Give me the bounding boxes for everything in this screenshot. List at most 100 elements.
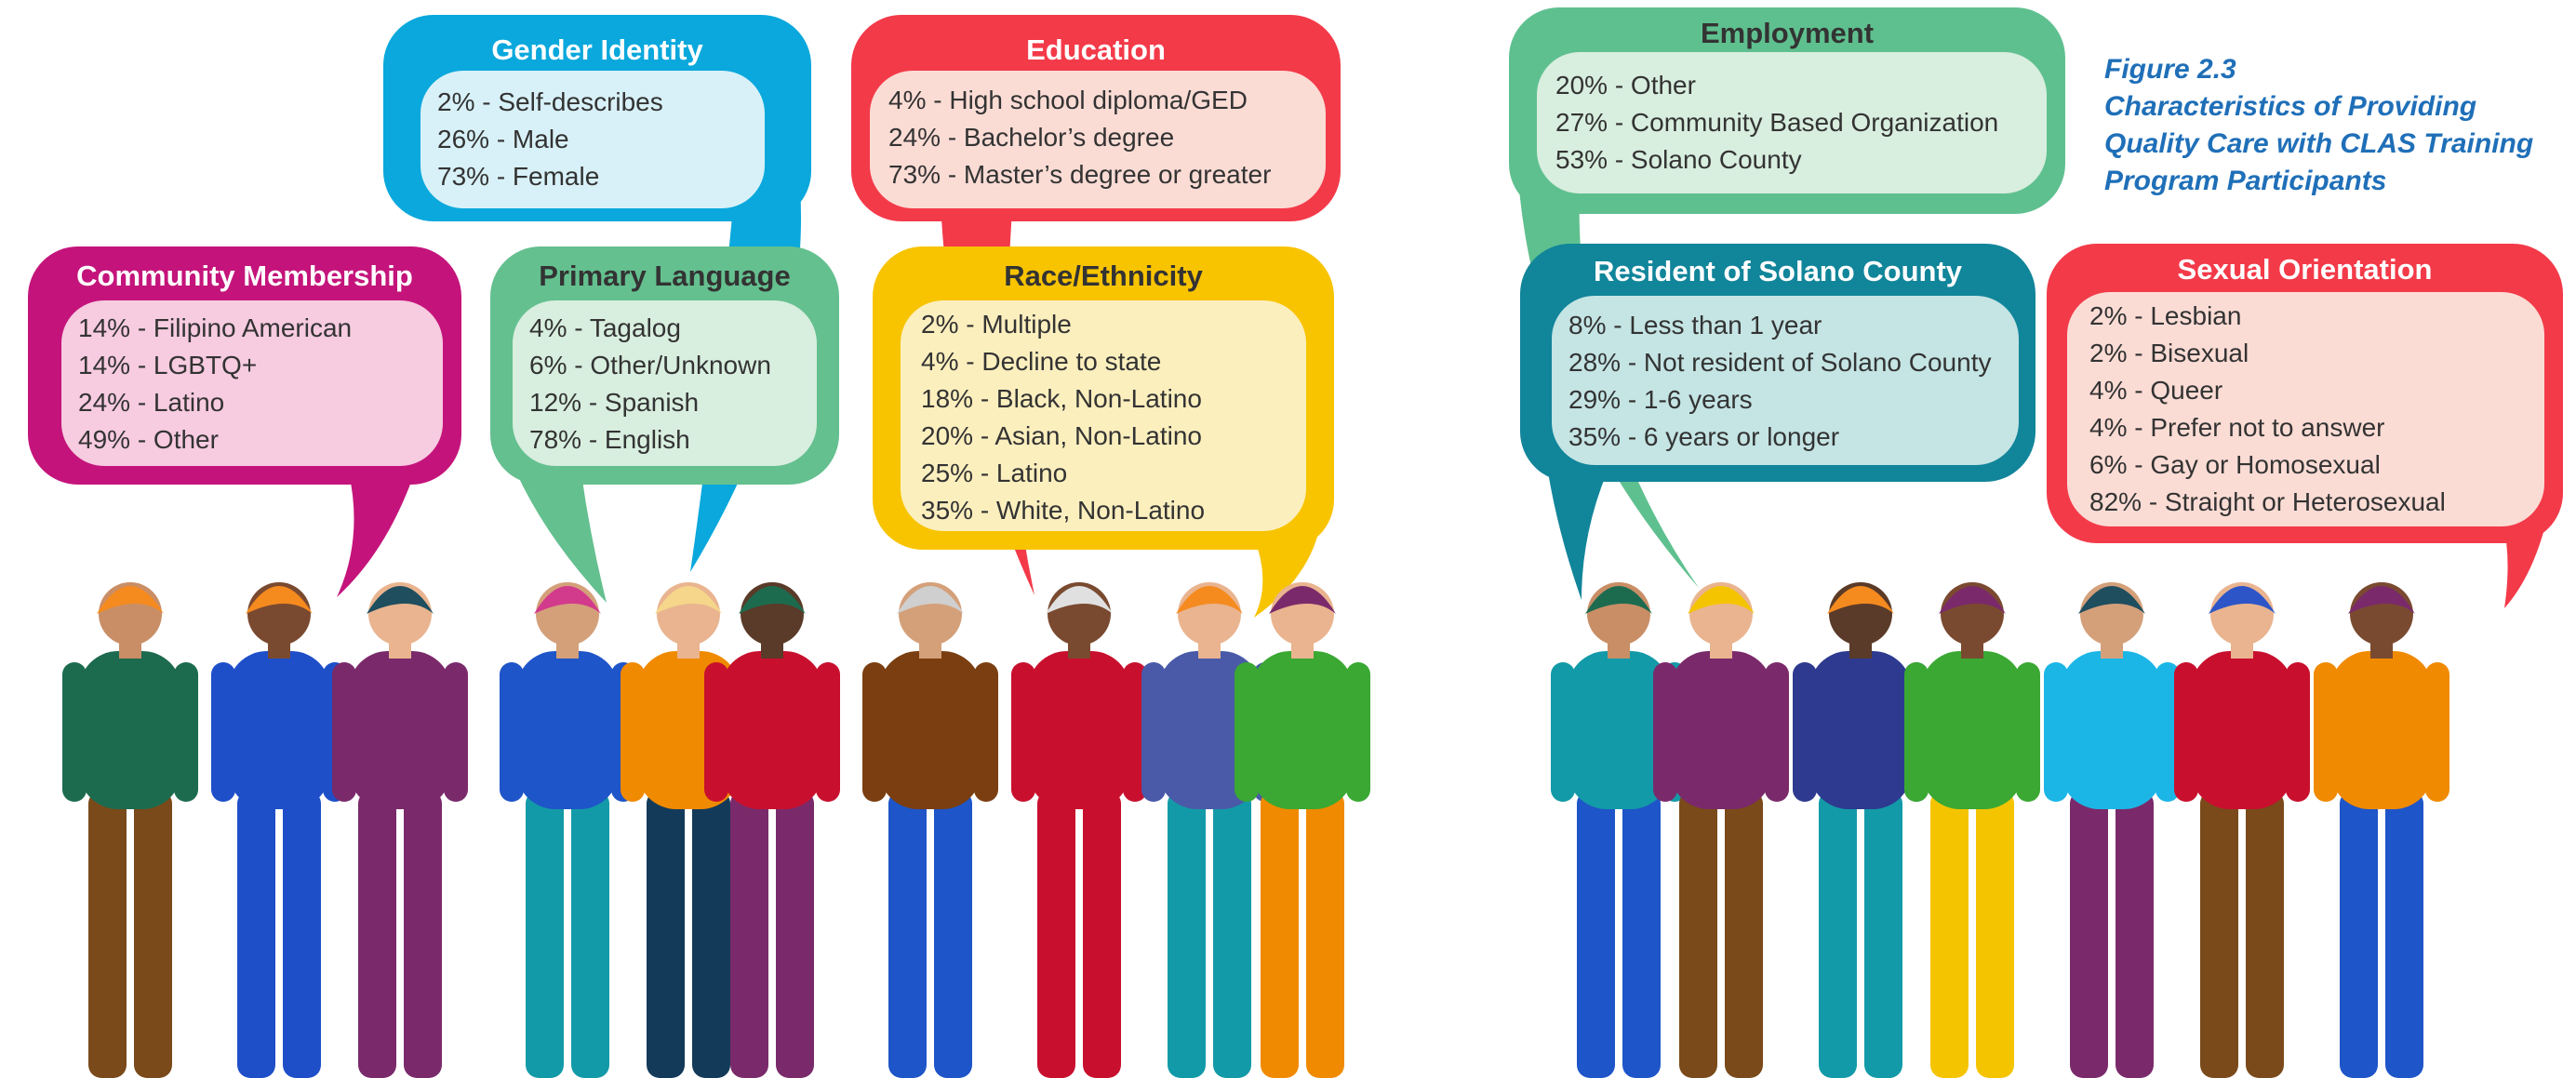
list-item: 4% - Prefer not to answer xyxy=(2089,413,2385,442)
person-leg xyxy=(2385,791,2423,1078)
list-item: 53% - Solano County xyxy=(1555,145,1802,174)
list-item: 26% - Male xyxy=(437,125,569,153)
list-item: 2% - Self-describes xyxy=(437,87,663,116)
list-item: 78% - English xyxy=(529,425,690,454)
person-leg xyxy=(1037,791,1075,1078)
person-leg xyxy=(237,791,275,1078)
person-arm xyxy=(2016,662,2040,802)
gender-identity-title: Gender Identity xyxy=(491,33,703,66)
person-arm xyxy=(500,662,524,802)
person-hair xyxy=(2209,586,2276,614)
list-item: 35% - White, Non-Latino xyxy=(921,496,1206,525)
person-arm xyxy=(62,662,87,802)
caption-line: Characteristics of Providing xyxy=(2104,91,2477,122)
list-item: 73% - Female xyxy=(437,162,600,191)
person-arm xyxy=(1346,662,1370,802)
person-leg xyxy=(1577,791,1615,1078)
person-leg xyxy=(2200,791,2238,1078)
list-item: 6% - Other/Unknown xyxy=(529,351,771,379)
person-hair xyxy=(1269,586,1336,614)
community-membership-title: Community Membership xyxy=(76,260,413,292)
list-item: 8% - Less than 1 year xyxy=(1568,311,1822,339)
person-arm xyxy=(332,662,356,802)
person-arm xyxy=(2286,662,2310,802)
person-hair xyxy=(739,586,806,614)
person-hair xyxy=(1585,586,1652,614)
primary-language-list: 4% - Tagalog 6% - Other/Unknown 12% - Sp… xyxy=(529,310,800,459)
person-torso xyxy=(1251,651,1354,809)
list-item: 29% - 1-6 years xyxy=(1568,385,1753,414)
person-torso xyxy=(1028,651,1130,809)
person-hair xyxy=(97,586,164,614)
person-leg xyxy=(2340,791,2378,1078)
person-torso xyxy=(349,651,451,809)
person-leg xyxy=(647,791,685,1078)
person-leg xyxy=(1622,791,1661,1078)
person-torso xyxy=(2061,651,2163,809)
sexual-orientation-list: 2% - Lesbian 2% - Bisexual 4% - Queer 4%… xyxy=(2089,298,2522,521)
list-item: 12% - Spanish xyxy=(529,388,700,417)
person-arm xyxy=(1765,662,1789,802)
figure-caption: Figure 2.3 Characteristics of Providing … xyxy=(2104,51,2569,200)
sexual-orientation-bubble: Sexual Orientation 2% - Lesbian 2% - Bis… xyxy=(2047,244,2563,543)
person-arm xyxy=(2425,662,2449,802)
person-torso xyxy=(1568,651,1670,809)
list-item: 2% - Bisexual xyxy=(2089,339,2249,367)
person-leg xyxy=(776,791,814,1078)
person-torso xyxy=(79,651,181,809)
person-hair xyxy=(1827,586,1894,614)
person-torso xyxy=(879,651,981,809)
list-item: 20% - Other xyxy=(1555,71,1696,100)
list-item: 24% - Latino xyxy=(78,388,225,417)
resident-solano-bubble: Resident of Solano County 8% - Less than… xyxy=(1520,244,2035,482)
person-arm xyxy=(2044,662,2068,802)
person-torso xyxy=(1921,651,2023,809)
person-leg xyxy=(730,791,768,1078)
person-leg xyxy=(934,791,972,1078)
person-arm xyxy=(1141,662,1166,802)
person-leg xyxy=(1976,791,2014,1078)
list-item: 73% - Master’s degree or greater xyxy=(888,160,1272,189)
list-item: 24% - Bachelor’s degree xyxy=(888,123,1175,152)
primary-language-bubble: Primary Language 4% - Tagalog 6% - Other… xyxy=(490,246,839,485)
person-hair xyxy=(534,586,601,614)
person-leg xyxy=(2116,791,2154,1078)
list-item: 20% - Asian, Non-Latino xyxy=(921,421,1202,450)
person-torso xyxy=(516,651,619,809)
person-arm xyxy=(444,662,468,802)
person-leg xyxy=(1168,791,1206,1078)
resident-solano-title: Resident of Solano County xyxy=(1593,255,1963,287)
caption-line: Program Participants xyxy=(2104,166,2387,196)
list-item: 14% - LGBTQ+ xyxy=(78,351,258,379)
list-item: 35% - 6 years or longer xyxy=(1568,422,1840,451)
person-hair xyxy=(655,586,722,614)
person-leg xyxy=(1261,791,1299,1078)
person-arm xyxy=(1123,662,1147,802)
education-bubble: Education 4% - High school diploma/GED 2… xyxy=(851,15,1341,221)
person-arm xyxy=(2174,662,2198,802)
person-arm xyxy=(211,662,235,802)
person-hair xyxy=(1688,586,1755,614)
primary-language-title: Primary Language xyxy=(539,260,791,292)
employment-title: Employment xyxy=(1700,17,1875,49)
person-arm xyxy=(1653,662,1677,802)
person-leg xyxy=(1679,791,1717,1078)
race-ethnicity-bubble: Race/Ethnicity 2% - Multiple 4% - Declin… xyxy=(873,246,1334,550)
education-list: 4% - High school diploma/GED 24% - Bache… xyxy=(888,82,1307,193)
race-ethnicity-list: 2% - Multiple 4% - Decline to state 18% … xyxy=(921,306,1286,529)
caption-line: Quality Care with CLAS Training xyxy=(2104,128,2534,159)
person-arm xyxy=(2156,662,2180,802)
list-item: 2% - Lesbian xyxy=(2089,301,2242,330)
person-leg xyxy=(2246,791,2284,1078)
caption-line: Figure 2.3 xyxy=(2104,54,2236,85)
list-item: 27% - Community Based Organization xyxy=(1555,108,1999,137)
person-torso xyxy=(2330,651,2433,809)
sexual-orientation-title: Sexual Orientation xyxy=(2177,253,2433,286)
employment-bubble: Employment 20% - Other 27% - Community B… xyxy=(1509,7,2065,214)
person-arm xyxy=(621,662,645,802)
person-leg xyxy=(1864,791,1902,1078)
person-arm xyxy=(974,662,998,802)
person-hair xyxy=(897,586,964,614)
race-ethnicity-title: Race/Ethnicity xyxy=(1004,260,1203,292)
